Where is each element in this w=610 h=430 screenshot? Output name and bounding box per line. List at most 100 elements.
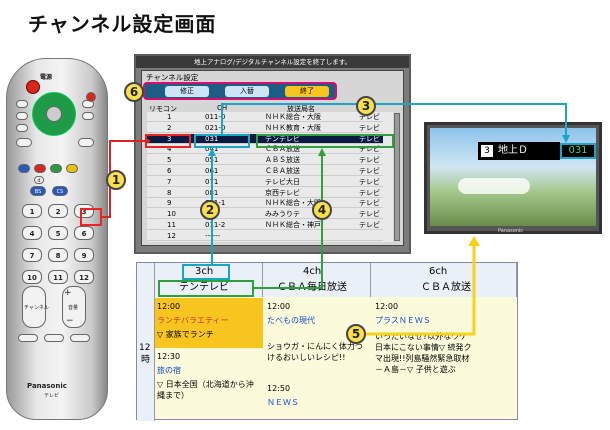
number-key-1[interactable]: 1: [22, 204, 42, 218]
channel-type: テレビ: [359, 134, 380, 143]
yellow-button[interactable]: [66, 164, 78, 173]
channel-name: テレビ大日: [265, 177, 300, 186]
channel-banner: 3 地上Ｄ: [478, 142, 560, 160]
channel-name: 京西テレビ: [265, 188, 300, 197]
channel-type: テレビ: [359, 167, 380, 175]
channel-remote: 1: [167, 113, 172, 121]
banner-ch: 031: [560, 143, 596, 159]
number-key-2[interactable]: 2: [48, 204, 68, 218]
number-key-9[interactable]: 9: [74, 248, 94, 262]
program-time: 12:00: [157, 302, 181, 311]
channel-name: ＣＢＡ放送: [265, 145, 300, 154]
callout-1: 1: [106, 170, 126, 190]
channel-name: ＮＨＫ総合・神戸: [265, 221, 321, 229]
remote-button[interactable]: [16, 138, 32, 147]
channel-type: テレビ: [359, 199, 380, 208]
channel-type: テレビ: [359, 210, 380, 219]
channel-name: ＮＨＫ総合・大阪: [265, 199, 321, 208]
program-time: 12:00: [267, 302, 291, 311]
tab-swap[interactable]: 入替: [225, 86, 269, 97]
number-key-4[interactable]: 4: [22, 226, 42, 240]
time-unit: 時: [141, 355, 151, 365]
header-name-6: ＣＢＡ放送: [421, 282, 471, 293]
program-title[interactable]: 旅の宿: [157, 366, 181, 375]
col-station: 放送局名: [287, 105, 315, 113]
red-button[interactable]: [86, 92, 96, 102]
volume-rocker[interactable]: [62, 286, 86, 328]
channel-name: テンテレビ: [265, 134, 300, 143]
model-label: テレビ: [44, 393, 60, 399]
remote-button[interactable]: [18, 334, 38, 342]
bs-button[interactable]: BS: [30, 186, 46, 196]
remote-button[interactable]: [44, 334, 64, 342]
cs-button[interactable]: CS: [52, 186, 68, 196]
red-color-button[interactable]: [34, 164, 46, 173]
banner-name: 地上Ｄ: [498, 145, 528, 156]
callout-5: 5: [346, 324, 366, 344]
number-key-11[interactable]: 11: [48, 270, 68, 284]
program-desc: ▽ 家族でランチ: [157, 330, 214, 339]
channel-remote: 8: [167, 188, 172, 197]
channel-remote: 7: [167, 177, 172, 186]
program-desc: ▽ 日本全国（北海道から沖縄まで）: [157, 380, 254, 400]
settings-title: チャンネル設定: [146, 73, 199, 82]
program-title[interactable]: たべもの現代: [267, 316, 315, 325]
channel-remote: 6: [167, 167, 172, 175]
remote-button[interactable]: [70, 334, 90, 342]
tv2-brand: Panasonic: [498, 228, 524, 234]
remote-button[interactable]: [78, 138, 94, 147]
guide-name-highlight: [158, 280, 254, 297]
tab-edit[interactable]: 修正: [165, 86, 209, 97]
channel-rocker[interactable]: [22, 286, 46, 328]
channel-type: テレビ: [359, 188, 380, 197]
channel-type: テレビ: [359, 221, 380, 229]
channel-name: ＡＢＳ放送: [265, 156, 300, 165]
program-time: 12:30: [157, 352, 181, 361]
channel-ch: 031: [205, 134, 219, 143]
channel-ch: 021-0: [205, 123, 226, 132]
tab-finish[interactable]: 終了: [285, 86, 329, 97]
number-key-6[interactable]: 6: [74, 226, 94, 240]
power-label: 電源: [40, 74, 53, 81]
blue-button[interactable]: [18, 164, 30, 173]
guide-header-4ch: [263, 263, 371, 297]
scrollbar[interactable]: [394, 113, 400, 241]
program-title[interactable]: ランチバラエティー: [157, 316, 229, 325]
page-title: チャンネル設定画面: [28, 12, 217, 36]
number-key-7[interactable]: 7: [22, 248, 42, 262]
time-column: [137, 263, 155, 421]
channel-remote: 11: [167, 221, 176, 229]
program-title[interactable]: プラスＮＥＷＳ: [375, 316, 431, 325]
program-title[interactable]: ＮＥＷＳ: [267, 398, 299, 407]
program-desc: ショウガ・にんにく体力つけるおいしいレシピ!!: [267, 342, 363, 362]
program-highlight[interactable]: [155, 298, 263, 348]
remote-button[interactable]: [16, 112, 28, 120]
remote-button[interactable]: [16, 124, 28, 132]
number-key-10[interactable]: 10: [22, 270, 42, 284]
channel-name: ＮＨＫ総合・大阪: [265, 113, 321, 121]
number-key-3[interactable]: 3: [74, 204, 94, 218]
remote-button[interactable]: [16, 100, 28, 108]
data-button[interactable]: d: [34, 176, 44, 184]
row-ch-highlight: [194, 134, 250, 148]
number-key-8[interactable]: 8: [48, 248, 68, 262]
number-key-5[interactable]: 5: [48, 226, 68, 240]
channel-remote: 4: [167, 145, 172, 154]
header-ch-3: 3ch: [195, 266, 214, 277]
channel-remote: 5: [167, 156, 172, 165]
channel-label: チャンネル: [24, 305, 49, 311]
channel-remote: 10: [167, 210, 176, 219]
remote-button[interactable]: [82, 112, 94, 120]
header-ch-6: 6ch: [429, 266, 448, 277]
callout-6: 6: [124, 82, 144, 102]
header-ch-4: 4ch: [303, 266, 322, 277]
ok-button[interactable]: [46, 106, 62, 122]
program-desc: いったいなぜ?以外なワケ日本にこない事情▽ 続発クマ出現!!列島騒然緊急取材－Ａ…: [375, 332, 472, 374]
power-button[interactable]: [26, 80, 40, 94]
green-button[interactable]: [50, 164, 62, 173]
number-key-12[interactable]: 12: [74, 270, 94, 284]
